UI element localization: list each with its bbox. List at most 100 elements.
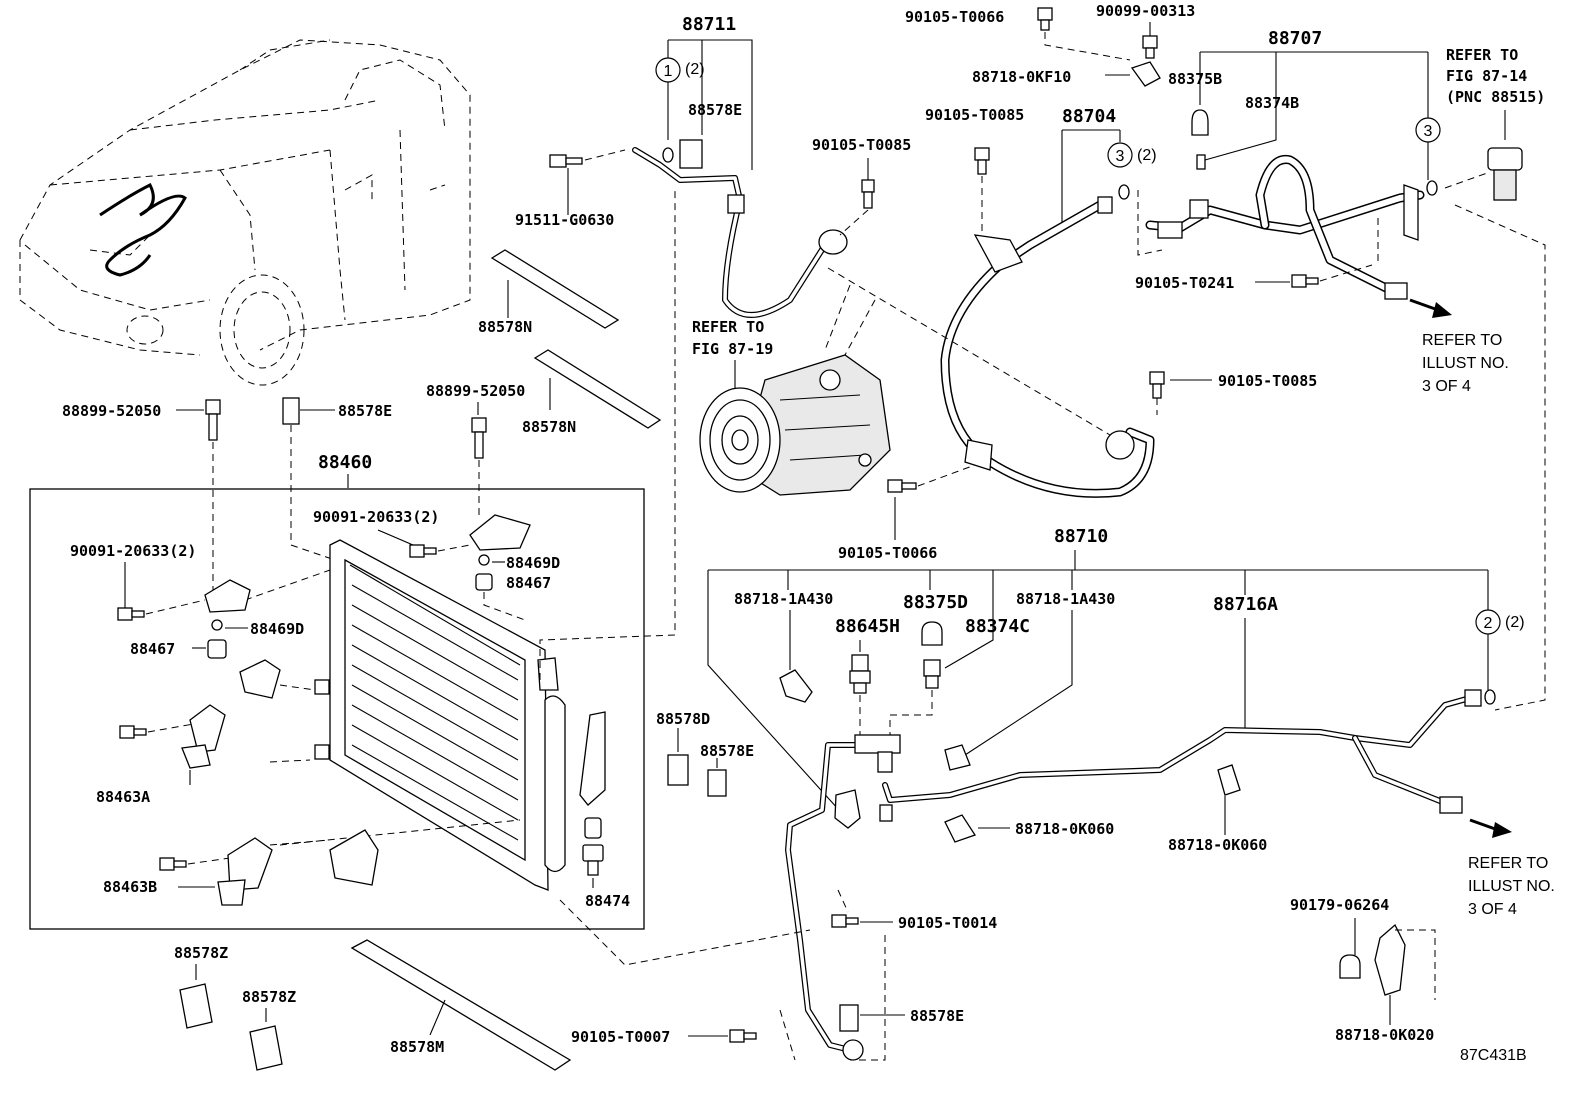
bolt-90105-T0085-a <box>861 179 875 209</box>
label-88718-1A430-b: 88718-1A430 <box>1016 590 1115 608</box>
harness-scribble <box>99 182 187 277</box>
label-90105-T0085-b: 90105-T0085 <box>925 106 1024 124</box>
label-90105-T0007: 90105-T0007 <box>571 1028 670 1046</box>
label-88578E-mid: 88578E <box>338 402 392 420</box>
bolt-90105-T0241 <box>1291 274 1319 288</box>
liquid-tube-88710 <box>785 689 1482 1061</box>
label-90105-T0014: 90105-T0014 <box>898 914 997 932</box>
ref-87-19-line1: REFER TO <box>692 318 764 336</box>
bolt-90105-T0085-b <box>974 147 990 175</box>
pressure-switch-88645H <box>849 654 871 694</box>
bolt-90091-b <box>409 544 437 558</box>
ref-illust-b-line2: ILLUST NO. <box>1468 878 1555 895</box>
label-88716A: 88716A <box>1213 594 1278 615</box>
label-90105-T0085-c: 90105-T0085 <box>1218 372 1317 390</box>
seal-88578N-a <box>490 249 620 329</box>
bracket-upper-left <box>204 579 251 613</box>
filter-plug-88474 <box>582 817 604 876</box>
ref-illust-a-line3: 3 OF 4 <box>1422 378 1471 395</box>
label-88469D-a: 88469D <box>250 620 304 638</box>
label-88711: 88711 <box>682 14 736 35</box>
bolt-90091-a <box>117 607 145 621</box>
clamp-88718-0K060-b <box>1217 764 1241 796</box>
liquid-line-88707 <box>1145 154 1425 300</box>
ref-illust-b-line3: 3 OF 4 <box>1468 901 1517 918</box>
sensor-88463A <box>181 744 211 769</box>
label-88578N-b: 88578N <box>522 418 576 436</box>
o-ring-callout-3b <box>1426 180 1438 196</box>
compressor <box>699 354 891 496</box>
cushion-88578E-mid <box>282 397 300 425</box>
clamp-88718-1A430-b <box>944 744 971 771</box>
ref-87-14-line3: (PNC 88515) <box>1446 88 1545 106</box>
bolt-90105-T0066-mid <box>887 479 917 493</box>
cushion-88578E-low <box>707 769 727 797</box>
vehicle-illustration <box>19 39 471 386</box>
ref-87-14-line1: REFER TO <box>1446 46 1518 64</box>
o-ring-callout-2 <box>1484 689 1496 705</box>
label-88710: 88710 <box>1054 526 1108 547</box>
label-88578E-low: 88578E <box>700 742 754 760</box>
figure-code: 87C431B <box>1460 1047 1527 1064</box>
label-88718-0K020: 88718-0K020 <box>1335 1026 1434 1044</box>
callout-1-num: 1 <box>664 63 673 80</box>
label-90105-T0066-top: 90105-T0066 <box>905 8 1004 26</box>
sensor-88463B <box>217 879 246 906</box>
label-90179: 90179-06264 <box>1290 896 1389 914</box>
callout-3a <box>1107 142 1133 168</box>
cushion-88578E-top <box>679 139 703 169</box>
bolt-88463B <box>159 857 187 871</box>
label-90091-a: 90091-20633(2) <box>70 542 196 560</box>
bolt-90105-T0014 <box>831 914 859 928</box>
bracket-upper-right <box>469 514 531 551</box>
label-88578E-top: 88578E <box>688 101 742 119</box>
callout-2-qty: (2) <box>1505 614 1525 631</box>
condenser-group-box <box>29 488 645 930</box>
label-88463A: 88463A <box>96 788 150 806</box>
label-88899-b: 88899-52050 <box>426 382 525 400</box>
ref-illust-a-line1: REFER TO <box>1422 332 1502 349</box>
label-88718-0KF10: 88718-0KF10 <box>972 68 1071 86</box>
condenser-core <box>314 539 566 891</box>
label-90099: 90099-00313 <box>1096 2 1195 20</box>
expansion-valve <box>1487 147 1523 201</box>
ref-illust-a-line2: ILLUST NO. <box>1422 355 1509 372</box>
nut-90179 <box>1339 954 1361 979</box>
bolt-90105-T0085-c <box>1149 371 1165 399</box>
cushion-88578D <box>667 754 689 786</box>
label-88375B: 88375B <box>1168 70 1222 88</box>
label-90091-b: 90091-20633(2) <box>313 508 439 526</box>
label-90105-T0085-a: 90105-T0085 <box>812 136 911 154</box>
label-88375D: 88375D <box>903 592 968 613</box>
bracket-88463A-top <box>239 659 281 699</box>
bracket-right <box>579 711 606 806</box>
label-88578M: 88578M <box>390 1038 444 1056</box>
clamp-88718-0K020 <box>1374 923 1406 996</box>
valve-core-88374C <box>923 659 941 689</box>
label-91511: 91511-G0630 <box>515 211 614 229</box>
label-88460: 88460 <box>318 452 372 473</box>
valve-core-88374B <box>1196 154 1206 170</box>
o-ring-callout-3a <box>1118 184 1130 200</box>
callout-3a-qty: (2) <box>1137 147 1157 164</box>
callout-1-qty: (2) <box>685 61 705 78</box>
callout-3a-num: 3 <box>1116 148 1125 165</box>
label-88899-a: 88899-52050 <box>62 402 161 420</box>
arrow-ref-a <box>1432 302 1452 318</box>
bolt-88899-b <box>471 417 487 459</box>
label-88463B: 88463B <box>103 878 157 896</box>
clamp-88718-0K060-a <box>944 814 976 843</box>
label-88718-1A430-a: 88718-1A430 <box>734 590 833 608</box>
label-88704: 88704 <box>1062 106 1116 127</box>
ref-87-19-line2: FIG 87-19 <box>692 340 773 358</box>
callout-3b-num: 3 <box>1424 123 1433 140</box>
label-88467-b: 88467 <box>506 574 551 592</box>
callout-2-num: 2 <box>1484 615 1493 632</box>
cushion-88578Z-a <box>179 983 213 1029</box>
bolt-91511 <box>549 154 583 168</box>
label-88718-0K060-a: 88718-0K060 <box>1015 820 1114 838</box>
label-90105-T0241: 90105-T0241 <box>1135 274 1234 292</box>
label-88374C: 88374C <box>965 616 1030 637</box>
cap-88375D <box>921 621 943 646</box>
cushion-88467-a <box>207 639 227 659</box>
